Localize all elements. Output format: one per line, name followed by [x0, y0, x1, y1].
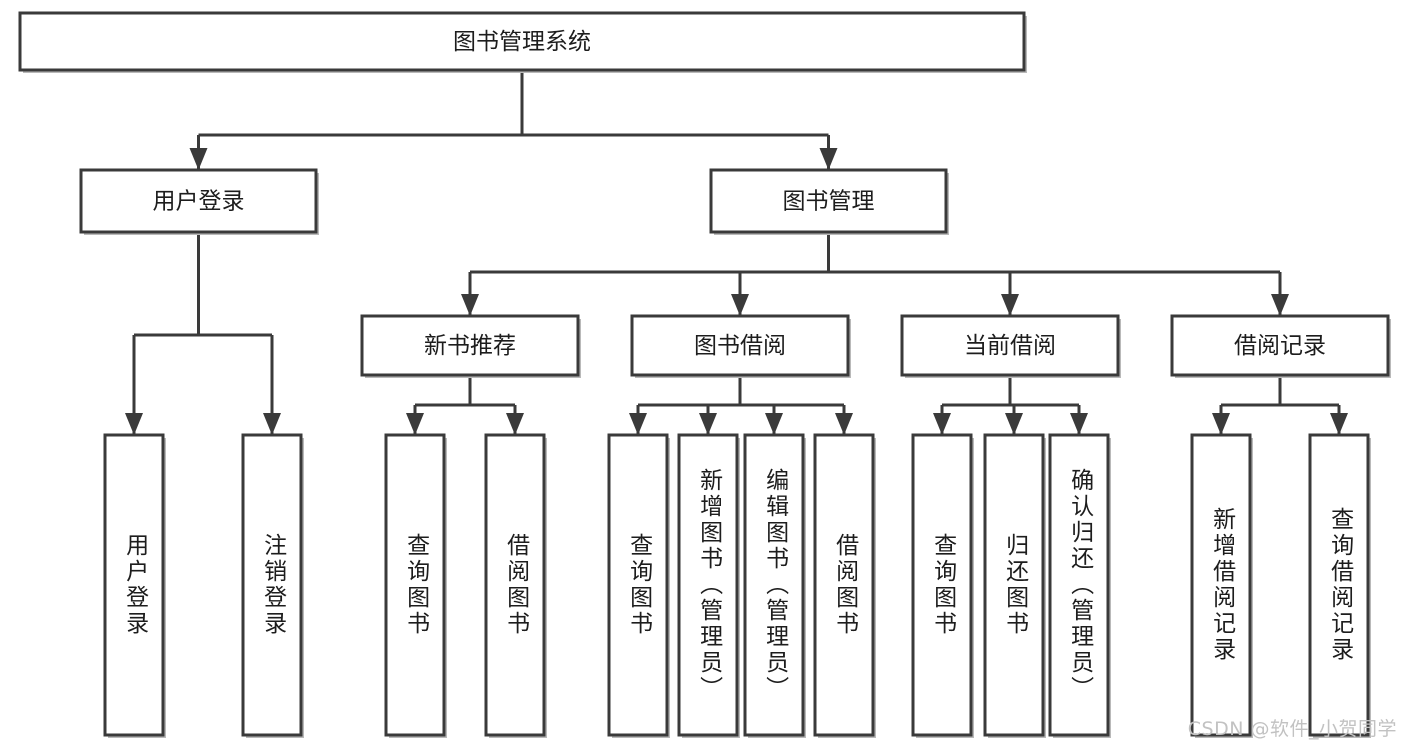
node-box-current-borrow[interactable]: [900, 314, 1120, 377]
node-label-borrow-record: 借阅记录: [1234, 333, 1326, 359]
arrow-head-icon: [125, 413, 143, 435]
node-box-book-manage[interactable]: [709, 168, 948, 234]
node-box-leaf-confirm-return[interactable]: [1048, 433, 1110, 737]
arrow-head-icon: [1070, 413, 1088, 435]
node-label-current-borrow: 当前借阅: [964, 333, 1056, 359]
node-label-user-login: 用户登录: [153, 189, 245, 215]
node-box-root[interactable]: [18, 11, 1026, 72]
arrow-head-icon: [1271, 294, 1289, 316]
arrow-head-icon: [835, 413, 853, 435]
node-box-book-borrow[interactable]: [630, 314, 850, 377]
node-label-book-manage: 图书管理: [783, 189, 875, 215]
node-box-new-book-recommend[interactable]: [360, 314, 580, 377]
node-box-leaf-query-book-1[interactable]: [384, 433, 446, 737]
node-label-book-borrow: 图书借阅: [694, 333, 786, 359]
node-box-leaf-borrow-book-1[interactable]: [484, 433, 546, 737]
arrow-head-icon: [263, 413, 281, 435]
node-box-leaf-user-logout[interactable]: [241, 433, 303, 737]
node-label-new-book-recommend: 新书推荐: [424, 333, 516, 359]
arrow-head-icon: [1001, 294, 1019, 316]
node-box-leaf-query-record[interactable]: [1308, 433, 1370, 737]
node-box-leaf-add-book[interactable]: [677, 433, 739, 737]
boxes-layer: [18, 11, 1391, 738]
arrow-head-icon: [731, 294, 749, 316]
arrow-head-icon: [1005, 413, 1023, 435]
arrow-head-icon: [629, 413, 647, 435]
node-box-leaf-edit-book[interactable]: [743, 433, 805, 737]
node-box-user-login[interactable]: [79, 168, 318, 234]
node-box-leaf-query-book-2[interactable]: [607, 433, 669, 737]
arrow-head-icon: [1330, 413, 1348, 435]
arrow-head-icon: [189, 148, 208, 170]
node-box-leaf-query-book-3[interactable]: [911, 433, 973, 737]
arrow-head-icon: [1212, 413, 1230, 435]
watermark: CSDN @软件_小贺同学: [1187, 718, 1397, 740]
node-box-leaf-return-book[interactable]: [983, 433, 1045, 737]
arrow-head-icon: [933, 413, 951, 435]
node-box-leaf-borrow-book-2[interactable]: [813, 433, 875, 737]
node-box-leaf-add-record[interactable]: [1190, 433, 1252, 737]
arrow-head-icon: [506, 413, 524, 435]
node-label-root: 图书管理系统: [453, 29, 591, 55]
arrow-head-icon: [765, 413, 783, 435]
node-box-leaf-user-login[interactable]: [103, 433, 165, 737]
arrow-head-icon: [819, 148, 838, 170]
node-box-borrow-record[interactable]: [1170, 314, 1390, 377]
arrow-head-icon: [461, 294, 479, 316]
arrow-head-icon: [699, 413, 717, 435]
arrow-head-icon: [406, 413, 424, 435]
connectors-layer: [125, 70, 1348, 435]
